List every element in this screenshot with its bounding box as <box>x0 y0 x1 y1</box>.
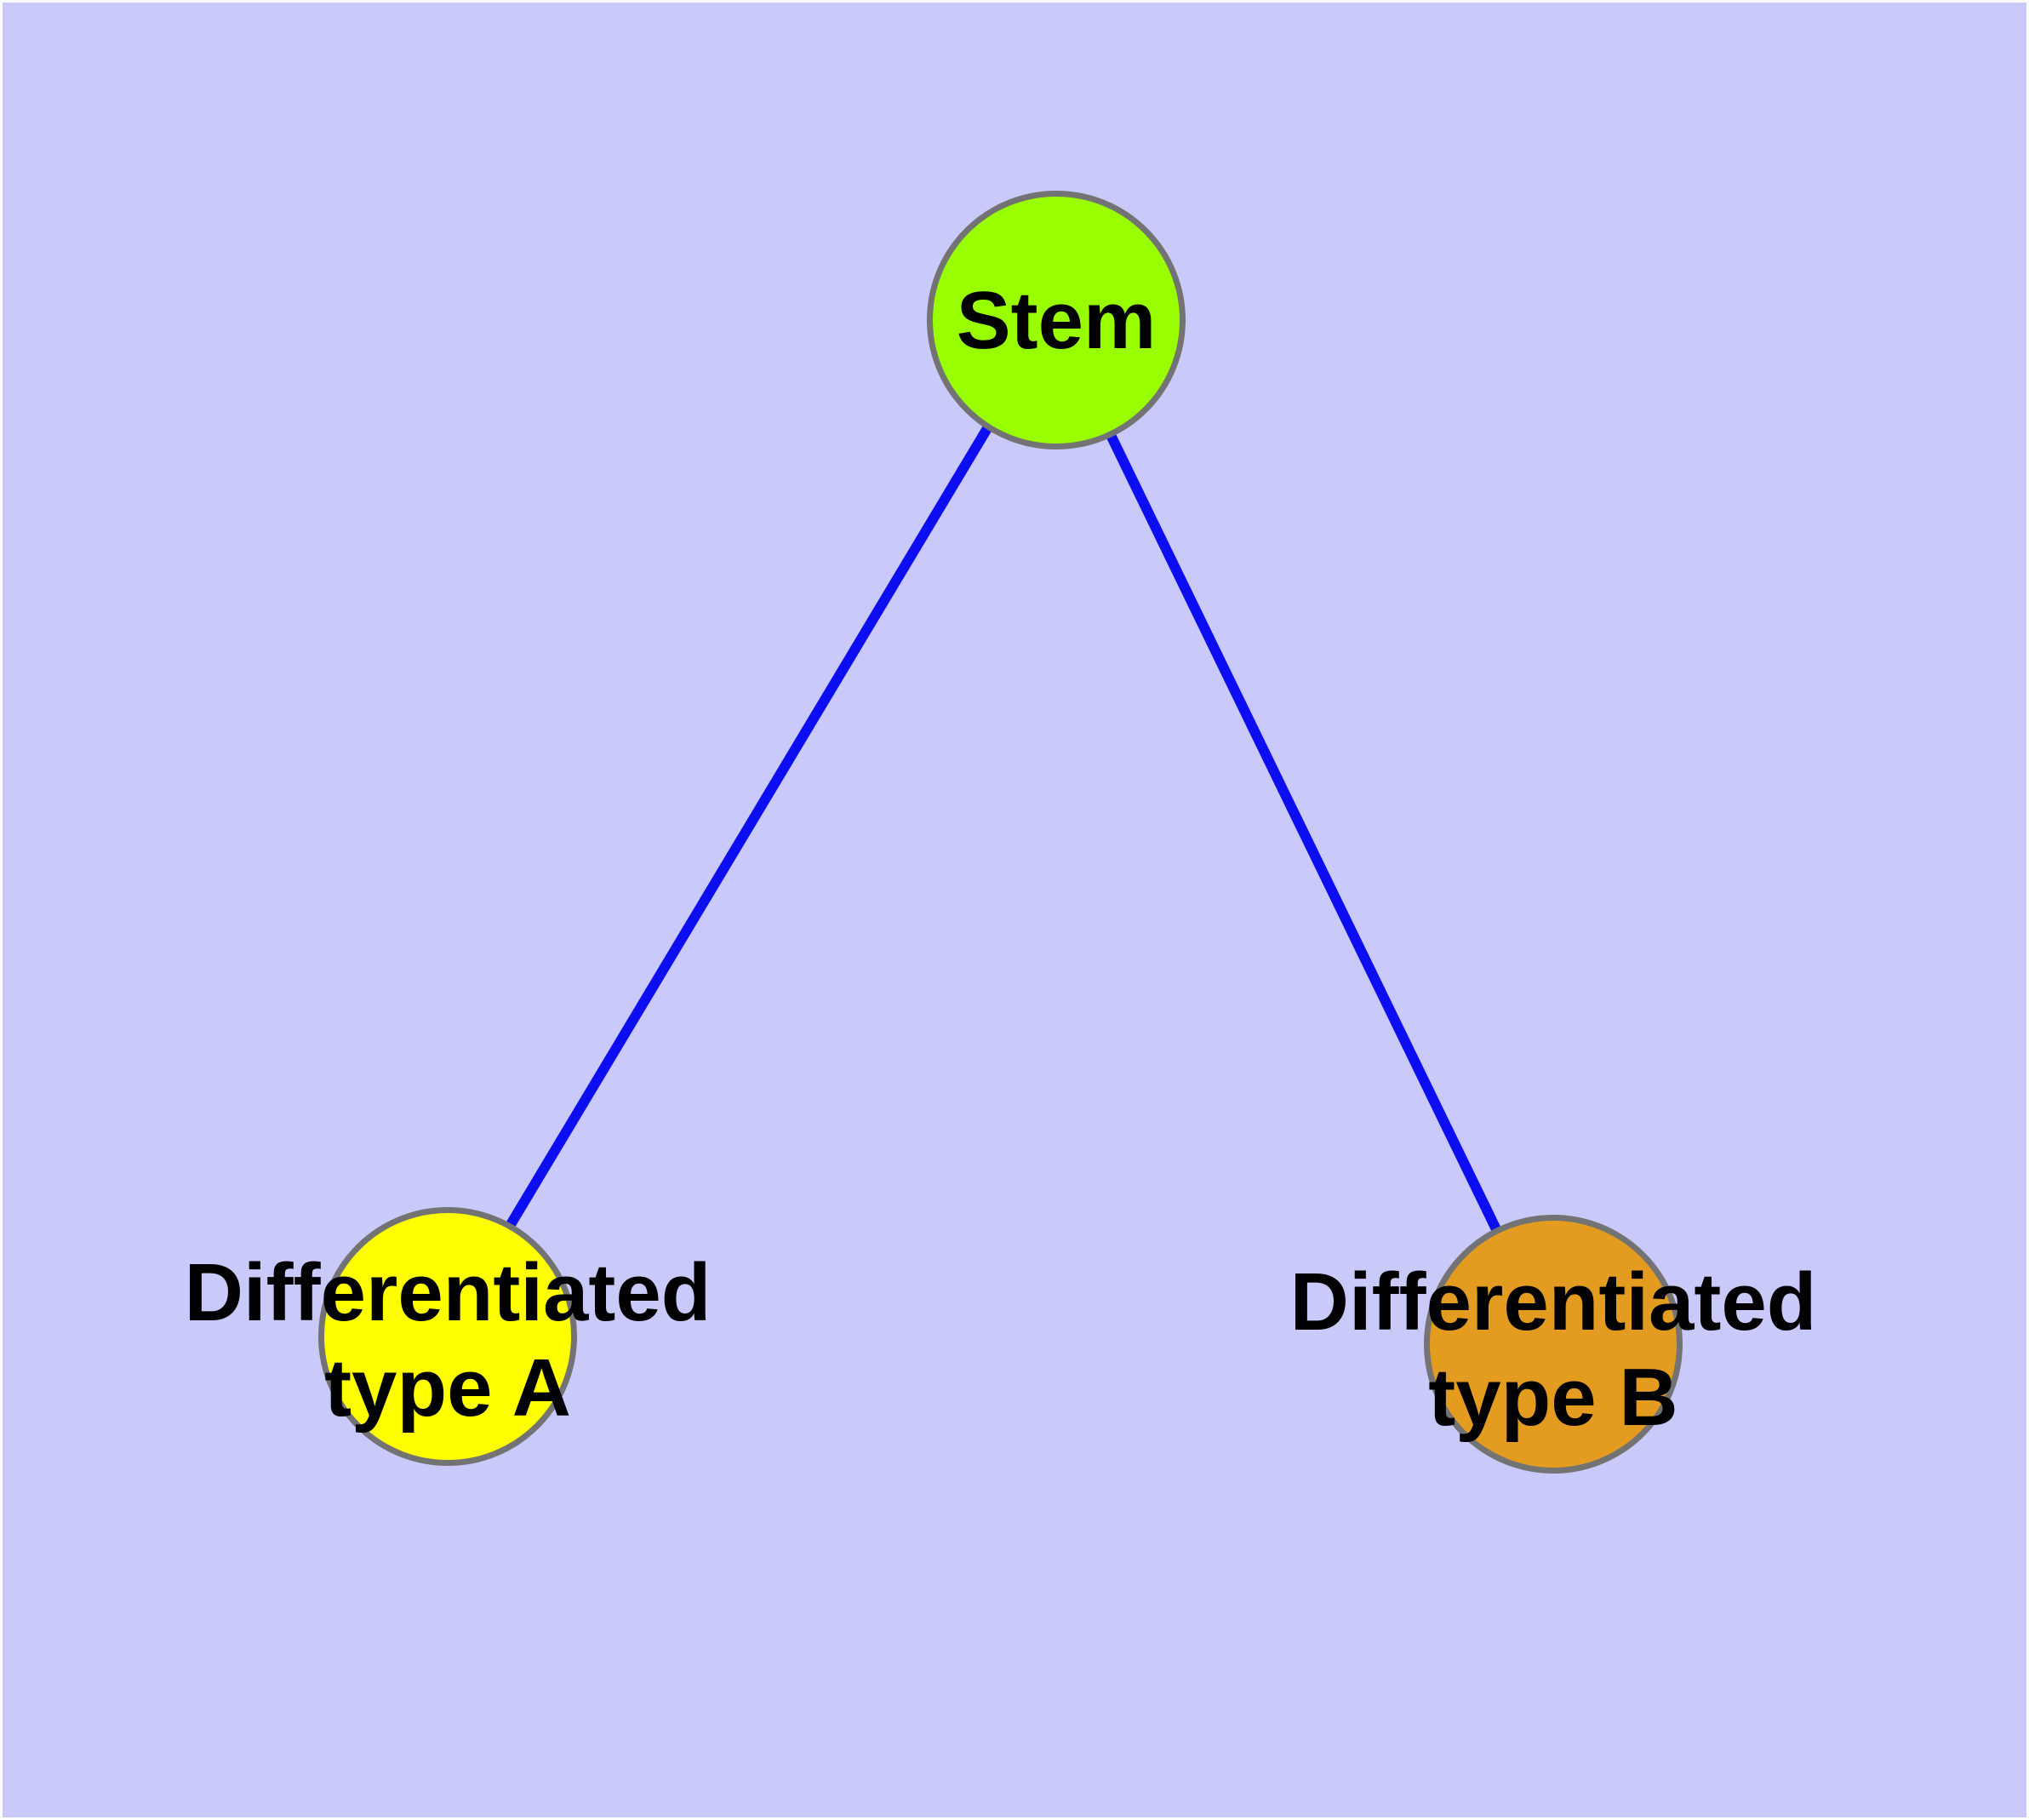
diagram-canvas: Stem Differentiated type A Differentiate… <box>3 3 2026 1817</box>
edges-layer <box>440 314 1556 1344</box>
node-differentiated-type-b <box>1424 1215 1683 1474</box>
edge-stem-to-typeA <box>440 314 1059 1337</box>
edge-stem-to-typeB <box>1049 315 1556 1344</box>
node-stem <box>927 191 1186 449</box>
node-differentiated-type-a <box>318 1207 577 1466</box>
